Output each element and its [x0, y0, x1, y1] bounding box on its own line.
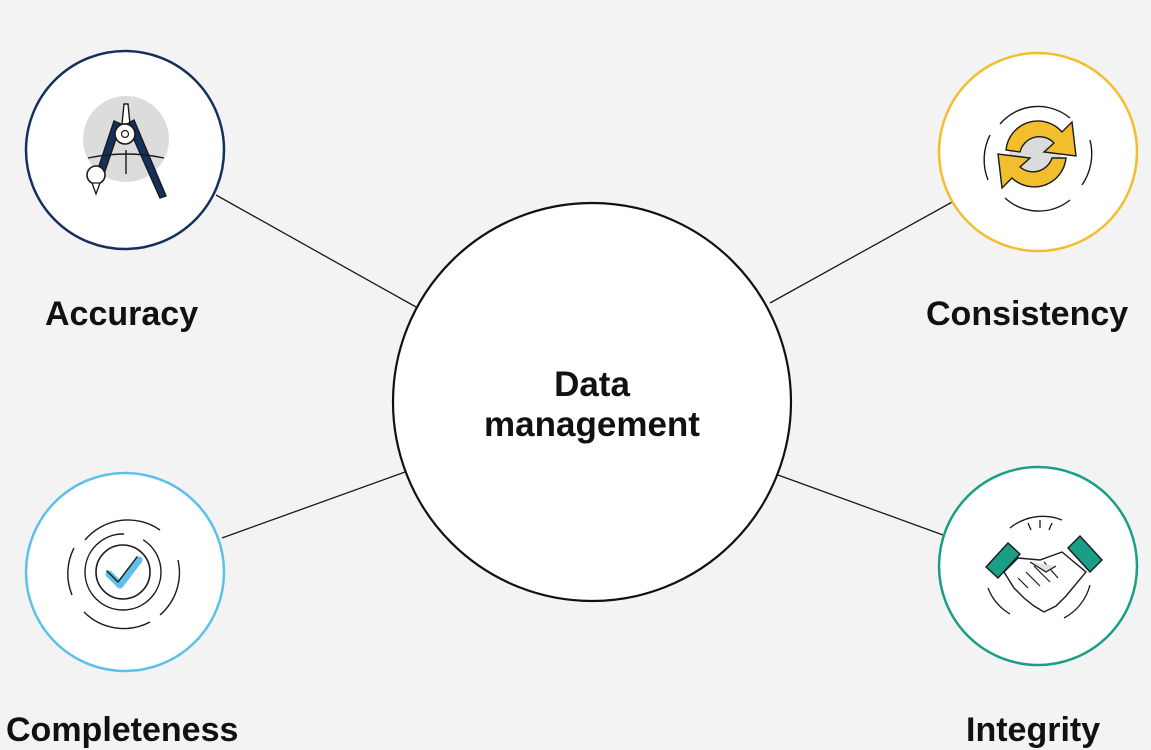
connector-integrity — [777, 474, 944, 536]
connector-consistency — [769, 200, 955, 304]
connector-accuracy — [215, 194, 417, 308]
center-label-line1: Data — [554, 365, 630, 404]
handshake-icon — [985, 515, 1103, 619]
center-label-line2: management — [484, 405, 700, 444]
center-label: Data management — [462, 365, 722, 445]
node-completeness — [24, 471, 226, 673]
label-consistency: Consistency — [926, 295, 1129, 333]
refresh-arrows-icon — [983, 105, 1093, 212]
node-accuracy — [24, 49, 226, 251]
node-integrity — [937, 465, 1139, 667]
checkmark-icon — [67, 519, 181, 630]
node-consistency — [937, 51, 1139, 253]
label-integrity: Integrity — [966, 711, 1101, 749]
label-completeness: Completeness — [6, 711, 239, 749]
center-circle — [391, 201, 793, 603]
drafting-compass-icon — [83, 96, 169, 199]
connector-completeness — [221, 471, 406, 539]
label-accuracy: Accuracy — [45, 295, 199, 333]
